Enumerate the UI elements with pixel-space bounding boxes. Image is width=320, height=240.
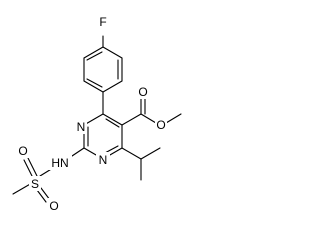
bond	[83, 113, 104, 126]
bond	[102, 46, 123, 59]
bond	[86, 51, 103, 61]
bond	[102, 113, 123, 126]
bond	[140, 113, 157, 124]
bond	[105, 118, 120, 128]
fluorine-label: F	[99, 15, 106, 29]
sulfonyl-oxygen-bottom-label: O	[49, 199, 58, 213]
sulfur-label: S	[31, 177, 39, 191]
ester-ether-oxygen-label: O	[156, 118, 165, 132]
bond	[121, 147, 142, 160]
bond	[102, 80, 123, 93]
bond	[23, 159, 34, 179]
bond-layer	[12, 35, 182, 203]
ring-nitrogen-upper-label: N	[77, 120, 86, 134]
atom-label-layer: F O O N N HN S O O	[17, 13, 167, 213]
bond	[121, 113, 142, 126]
bond	[27, 157, 38, 177]
bond	[12, 182, 33, 195]
bond	[83, 80, 104, 93]
sulfonyl-oxygen-top-label: O	[18, 144, 27, 158]
bond	[86, 78, 103, 88]
bond	[165, 113, 182, 124]
bond	[36, 189, 47, 203]
ring-nitrogen-lower-label: N	[99, 153, 108, 167]
bond	[83, 46, 104, 59]
bond	[140, 147, 161, 160]
ester-carbonyl-oxygen-label: O	[138, 85, 147, 99]
chemical-structure: F O O N N HN S O O	[12, 13, 182, 213]
amine-nitrogen-label: HN	[51, 156, 68, 170]
